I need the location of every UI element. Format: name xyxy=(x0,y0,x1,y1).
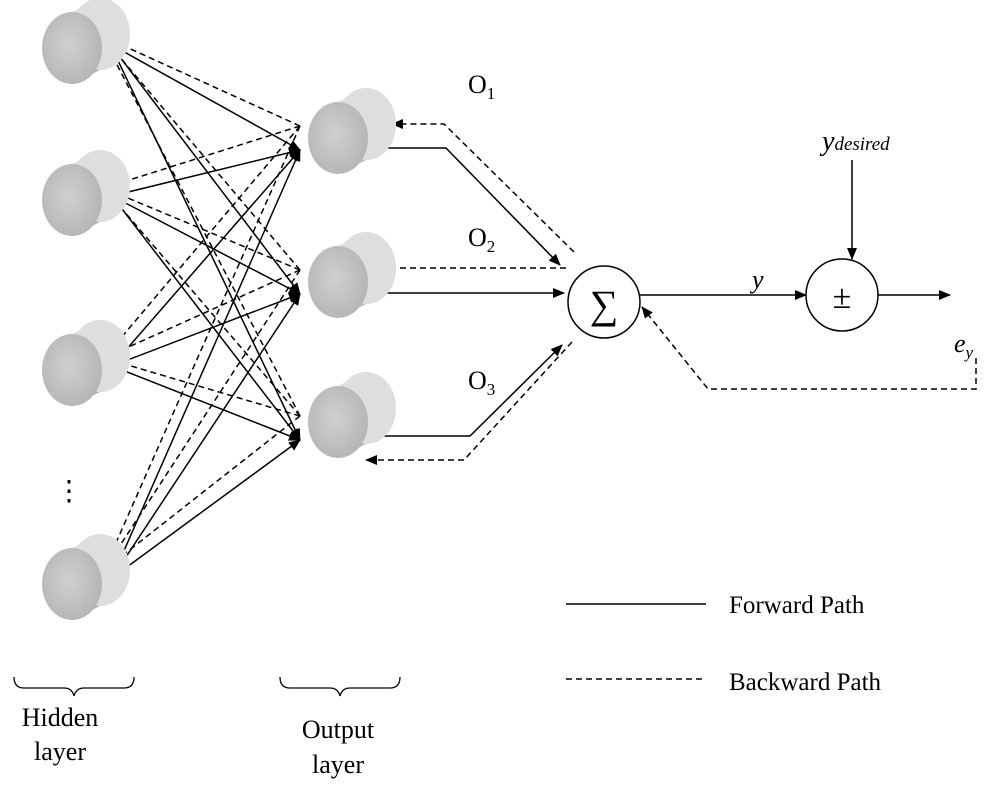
forward-line-h2-o1 xyxy=(111,147,301,197)
backward-line-o1-h2 xyxy=(103,125,301,190)
hidden-node-4 xyxy=(42,534,130,620)
y-desired-label: ydesired xyxy=(819,126,890,157)
plus-minus-symbol: ± xyxy=(833,279,852,316)
forward-o3-sum xyxy=(378,344,563,437)
backward-sum-o1 xyxy=(391,119,575,253)
forward-line-h4-o3 xyxy=(111,439,301,579)
backward-line-o3-h4 xyxy=(103,415,301,571)
hidden-node-3 xyxy=(42,320,130,406)
legend-backward-label: Backward Path xyxy=(729,669,882,696)
ellipsis: ⋮ xyxy=(55,476,83,507)
backward-line-o3-h1 xyxy=(101,35,301,417)
sum-symbol: ∑ xyxy=(590,282,619,327)
forward-o1-sum xyxy=(378,147,561,266)
output-node-2 xyxy=(308,232,396,318)
forward-line-h1-o1 xyxy=(109,43,301,151)
error-label: ey xyxy=(954,329,974,362)
legend-forward-label: Forward Path xyxy=(729,592,865,619)
backward-line-o1-h1 xyxy=(101,35,301,127)
hidden-layer-brace xyxy=(13,676,135,697)
output-label-2: O2 xyxy=(468,223,495,256)
backward-error-sum xyxy=(641,306,977,390)
backward-line-o2-h3 xyxy=(103,269,301,359)
comparator-node: ± xyxy=(805,258,879,332)
forward-line-h2-o2 xyxy=(111,195,301,295)
forward-line-h1-o3 xyxy=(109,43,301,441)
output-layer-label-line1: Output xyxy=(302,715,375,744)
backward-line-o2-h2 xyxy=(103,187,301,271)
nodes xyxy=(42,0,396,620)
forward-line-h4-o2 xyxy=(111,293,301,579)
output-node-1 xyxy=(308,88,396,174)
backward-line-o1-h4 xyxy=(103,125,301,571)
forward-line-h4-o1 xyxy=(111,149,301,579)
hidden-node-2 xyxy=(42,150,130,236)
forward-line-h2-o3 xyxy=(111,195,301,441)
hidden-layer-label-line2: layer xyxy=(34,737,86,766)
backward-line-o3-h3 xyxy=(103,356,301,417)
forward-line-h3-o3 xyxy=(111,365,301,441)
output-label-3: O3 xyxy=(468,366,495,399)
forward-line-h3-o2 xyxy=(111,293,301,367)
backward-line-o2-h1 xyxy=(101,35,301,271)
output-label-1: O1 xyxy=(468,70,495,103)
forward-line-h1-o2 xyxy=(109,43,301,295)
hidden-node-1 xyxy=(42,0,130,84)
backward-line-o2-h4 xyxy=(103,269,301,571)
connection-lines xyxy=(101,35,977,579)
backward-sum-o3 xyxy=(365,341,573,465)
backward-line-o3-h2 xyxy=(103,187,301,417)
forward-line-h3-o1 xyxy=(111,149,301,367)
backward-line-o1-h3 xyxy=(103,125,301,359)
hidden-layer-label-line1: Hidden xyxy=(22,703,99,732)
output-layer-label-line2: layer xyxy=(312,750,364,779)
output-layer-brace xyxy=(279,676,401,697)
output-node-3 xyxy=(308,372,396,458)
y-label: y xyxy=(749,265,764,294)
summation-node: ∑ xyxy=(567,265,641,339)
